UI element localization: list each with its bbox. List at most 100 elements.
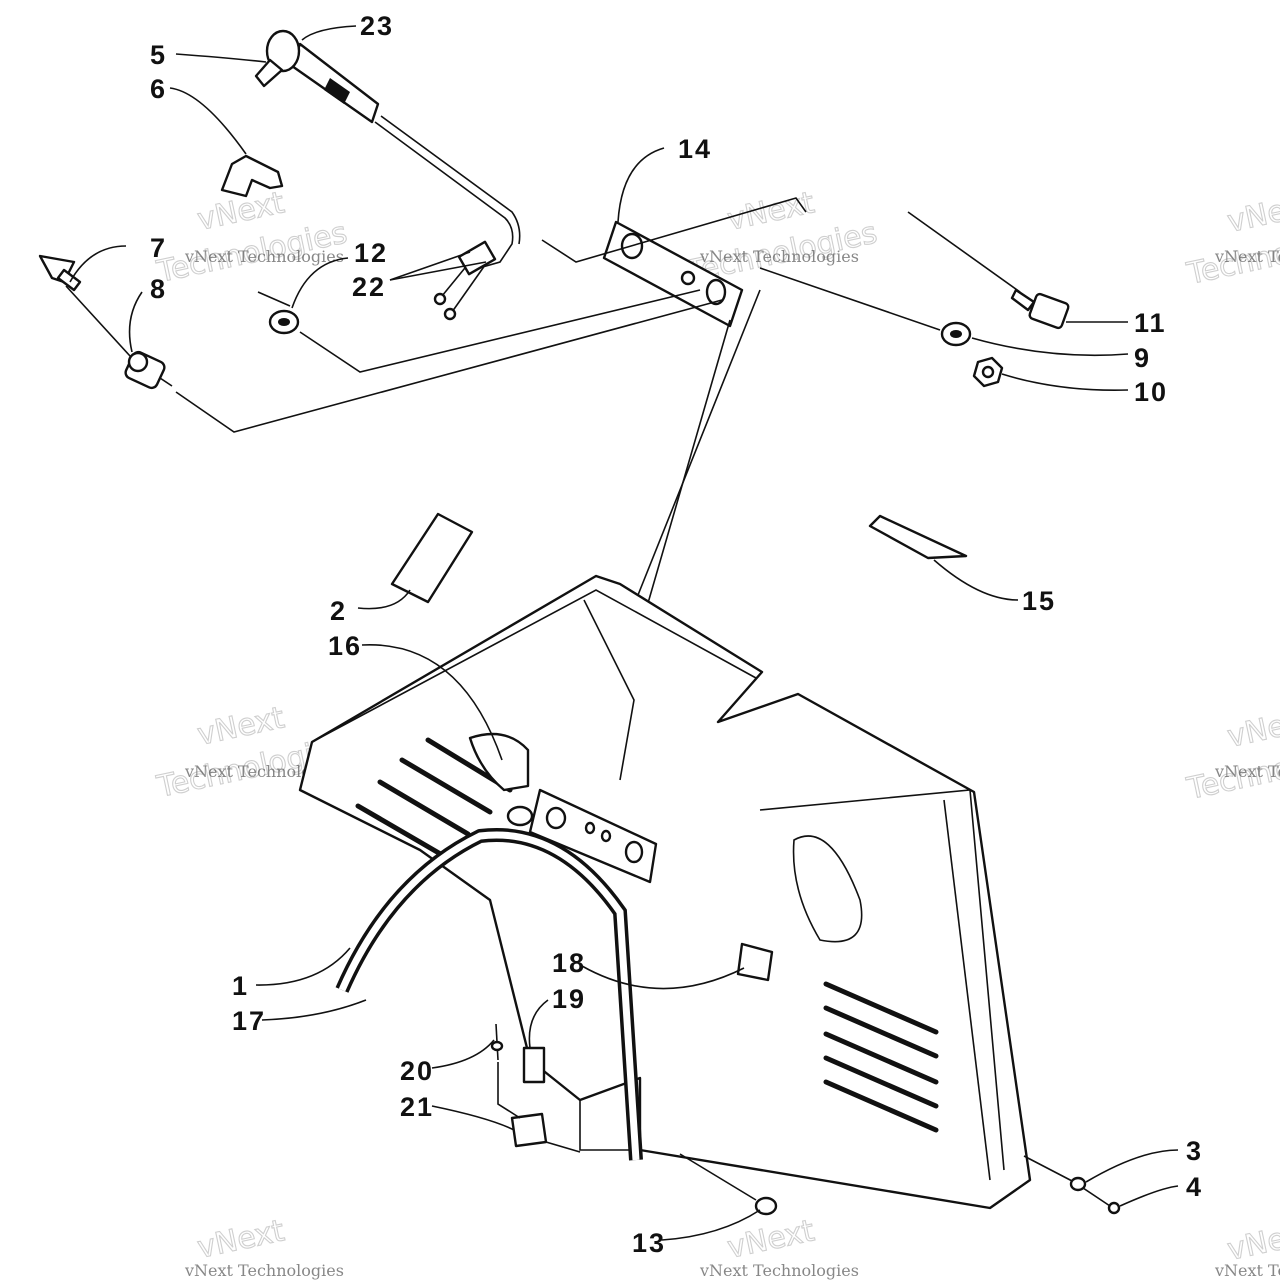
callout-8: 8	[150, 274, 167, 304]
switch-panel	[602, 220, 744, 328]
console-recess	[792, 835, 863, 943]
choke-cable-line-outer	[380, 115, 521, 245]
callout-7: 7	[150, 233, 167, 263]
callout-20: 20	[400, 1056, 434, 1086]
leader-line-18	[581, 965, 745, 990]
console-notch	[579, 1100, 640, 1151]
assembly-line	[497, 1062, 521, 1119]
callout-3: 3	[1186, 1136, 1203, 1166]
callout-23: 23	[360, 11, 394, 41]
assembly-lines-top	[65, 197, 1021, 825]
leader-line-5	[175, 53, 267, 63]
leader-line-1	[255, 947, 351, 986]
leader-line-10	[1001, 373, 1129, 391]
assembly-line	[545, 1141, 581, 1153]
watermark-top-left: vNext Technologies vNext Technologies	[153, 185, 351, 291]
watermark-top-right: vNext Technologies vNext Technologies	[1183, 187, 1280, 293]
leader-line-20	[431, 1039, 495, 1069]
assembly-line	[679, 1153, 757, 1201]
callout-4: 4	[1186, 1172, 1203, 1202]
assembly-line	[257, 291, 291, 307]
mounting-bracket	[220, 154, 284, 198]
callout-9: 9	[1134, 343, 1151, 373]
leader-line-4	[1119, 1185, 1179, 1207]
callout-11: 11	[1134, 308, 1167, 338]
cable-end-tip	[443, 307, 457, 321]
decal-right	[868, 514, 968, 560]
watermark-text: vNext Technologies	[184, 1261, 344, 1280]
switch-panel-hole	[705, 278, 727, 306]
trim-molding-inner	[338, 831, 640, 1161]
hex-nut	[972, 356, 1004, 388]
toggle-switch	[1010, 288, 1070, 330]
vent-slot	[377, 779, 471, 837]
watermark-outline-small: vNext	[1224, 187, 1280, 240]
callout-2: 2	[330, 596, 347, 626]
leader-line-23	[301, 25, 357, 41]
cable-clamp	[522, 1046, 546, 1084]
callout-12: 12	[354, 238, 388, 268]
callout-21: 21	[400, 1092, 434, 1122]
screw-head	[754, 1196, 778, 1216]
watermark-text: vNext Technologies	[699, 247, 859, 266]
key-blade	[56, 268, 82, 292]
callout-labels: 23 5 6 7 8 12 22 14 11 9 10 15 2 16 1 17…	[150, 11, 1203, 1258]
leader-line-7	[69, 245, 127, 283]
vent-slot	[823, 1055, 939, 1109]
lower-bracket	[510, 1112, 548, 1148]
leader-line-22a	[389, 251, 471, 281]
watermark-outline-small: vNext	[1224, 702, 1280, 755]
ignition-switch-stud	[159, 377, 173, 387]
callout-6: 6	[150, 74, 167, 104]
rubber-pad	[736, 942, 774, 982]
leader-line-14	[617, 147, 665, 223]
lock-washer-hole	[950, 330, 962, 338]
watermark-bottom-center: vNext vNext Technologies	[699, 1213, 859, 1280]
ignition-switch	[124, 350, 173, 390]
watermark-text: vNext Technologies	[699, 1261, 859, 1280]
vent-slot	[823, 1079, 939, 1133]
small-screw	[1107, 1201, 1121, 1215]
callout-1: 1	[232, 971, 249, 1001]
callout-19: 19	[552, 984, 586, 1014]
watermark-text: vNext Technologies	[1214, 1261, 1280, 1280]
leader-line-8	[128, 291, 143, 353]
trim-molding	[335, 828, 643, 1161]
vent-grille-right	[823, 981, 939, 1133]
decal-left	[390, 512, 474, 604]
watermark-bottom-right: vNext vNext Technologies	[1214, 1215, 1280, 1280]
dash-hole	[600, 829, 612, 843]
leader-line-16	[361, 644, 503, 761]
callout-18: 18	[552, 948, 586, 978]
watermark-mid-right: vNext Technologies vNext Technologies	[1183, 702, 1280, 808]
callout-10: 10	[1134, 377, 1168, 407]
leader-line-21	[431, 1105, 515, 1131]
watermark-bottom-left: vNext vNext Technologies	[184, 1213, 344, 1280]
ignition-key	[38, 254, 82, 292]
lock-washer	[940, 321, 972, 347]
assembly-line	[299, 289, 701, 373]
switch-panel-hole	[680, 270, 696, 286]
vent-grille-left	[355, 737, 513, 859]
callout-14: 14	[678, 134, 712, 164]
dash-hole	[545, 806, 567, 830]
dash-hole	[584, 821, 596, 835]
toggle-switch-body	[1028, 292, 1070, 330]
leader-line-9	[971, 337, 1129, 357]
callout-16: 16	[328, 631, 362, 661]
leader-line-12	[291, 257, 349, 309]
choke-cable-assembly	[254, 29, 521, 271]
console-seam	[583, 599, 635, 781]
choke-knob	[265, 29, 301, 73]
vent-slot	[823, 1005, 939, 1059]
rivet-head	[490, 1040, 504, 1052]
washer-and-screw	[1023, 1155, 1121, 1215]
leader-line-17	[261, 999, 367, 1021]
assembly-line	[759, 267, 941, 331]
callout-5: 5	[150, 40, 167, 70]
leader-line-15	[933, 559, 1019, 601]
watermark-text: vNext Technologies	[1214, 247, 1280, 266]
leader-line-22b	[389, 261, 487, 281]
assembly-line	[907, 211, 1021, 293]
